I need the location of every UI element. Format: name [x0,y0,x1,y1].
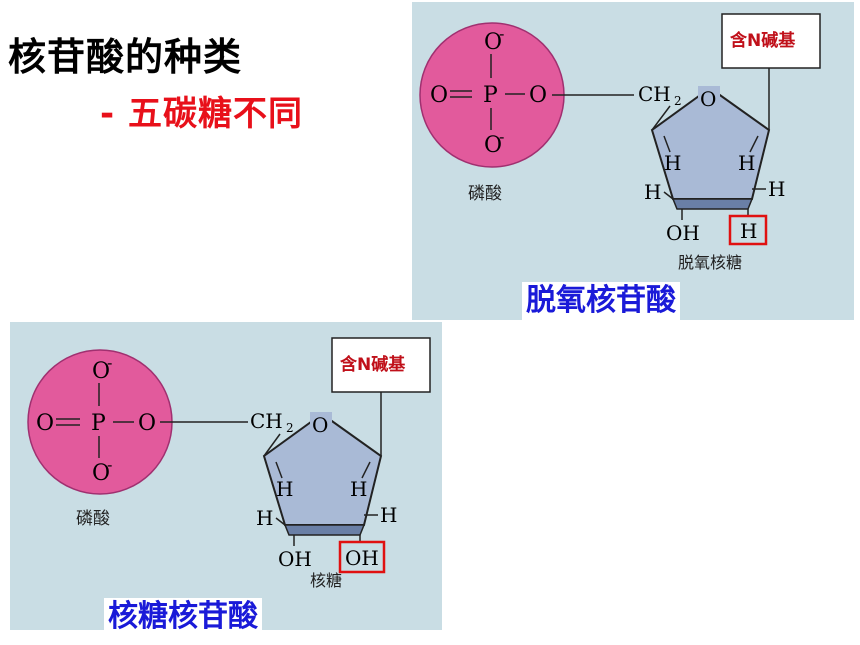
deoxyribonucleotide-caption: 脱氧核苷酸 [522,282,680,320]
deoxyribonucleotide-diagram: O - O P O O - 磷酸 CH 2 O H H H H OH H [412,2,854,320]
phosphate-o-top: O [484,30,502,55]
phosphate-o-top: O [92,359,110,384]
ch2-label: CH [638,82,671,106]
ch2-subscript: 2 [286,421,294,435]
ribonucleotide-diagram: O - O P O O - 磷酸 CH 2 O H H H H OH O [10,322,442,630]
h-outer-right: H [768,177,785,201]
slide-title: 核苷酸的种类 [8,35,243,79]
h-inner-left: H [664,151,681,175]
base-box [721,13,821,69]
ribonucleotide-caption: 核糖核苷酸 [104,598,262,636]
phosphate-o-bottom: O [484,133,502,158]
phosphate-o-right: O [529,83,547,108]
base-label: 含N碱基 [730,30,796,51]
ring-oxygen: O [700,87,716,111]
phosphate-p: P [91,411,106,436]
base-label: 含N碱基 [340,354,406,375]
phosphate-p: P [483,83,498,108]
ring-oxygen: O [312,413,328,437]
phosphate-o-bottom: O [92,461,110,486]
phosphate-label: 磷酸 [468,184,502,204]
highlight-box [728,214,768,246]
phosphate-charge-bottom: - [499,127,504,146]
phosphate-charge-top: - [499,24,504,43]
phosphate-o-right: O [138,411,156,436]
sugar-label: 核糖 [310,571,342,590]
phosphate-o-left: O [36,411,54,436]
h-inner-right: H [350,477,367,501]
h-outer-left: H [644,180,661,204]
phosphate-charge-top: - [107,353,112,372]
highlight-box [338,540,386,574]
ch2-subscript: 2 [674,94,682,108]
phosphate-label: 磷酸 [76,509,110,529]
h-outer-left: H [256,506,273,530]
h-inner-right: H [738,151,755,175]
slide-subtitle: - 五碳糖不同 [100,94,303,134]
h-inner-left: H [276,477,293,501]
phosphate-charge-bottom: - [107,455,112,474]
oh-3: OH [666,221,700,245]
h-outer-right: H [380,503,397,527]
oh-3: OH [278,547,312,571]
phosphate-o-left: O [430,83,448,108]
base-box [331,337,431,393]
highlight-oh: OH [345,546,379,570]
highlight-h: H [740,219,757,243]
sugar-label: 脱氧核糖 [678,253,742,272]
ch2-label: CH [250,409,283,433]
